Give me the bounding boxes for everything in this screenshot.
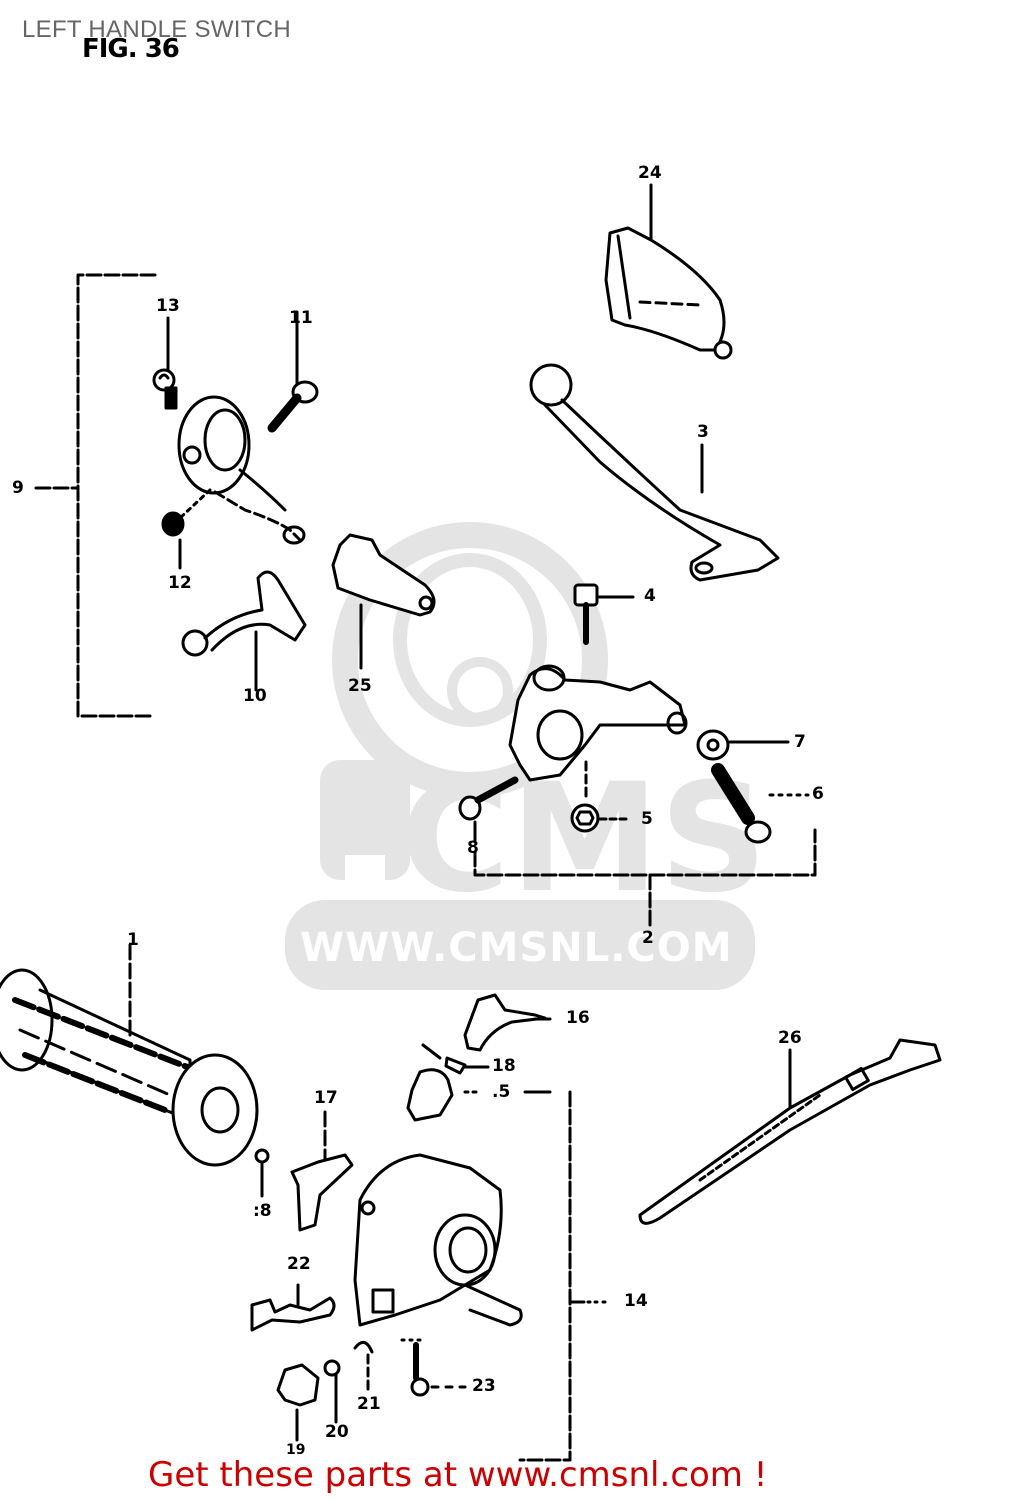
figure-label: FIG. 36 [82, 34, 180, 64]
part-24-lever-cover-icon [604, 183, 733, 360]
callout-16: 16 [566, 1008, 590, 1028]
callout-14: 14 [624, 1291, 648, 1311]
part-26-band-icon [638, 1038, 942, 1225]
bracket-14 [518, 1090, 592, 1462]
part-23-screw-icon [410, 1342, 467, 1397]
part-22-plate-icon [250, 1283, 336, 1332]
callout-10: 10 [243, 686, 267, 706]
callout-18: 18 [492, 1056, 516, 1076]
callout-13: 13 [156, 296, 180, 316]
part-7-lock-nut-icon [696, 729, 790, 761]
part-21-spring-icon [353, 1340, 374, 1392]
bracket-9 [34, 273, 157, 718]
watermark-url: WWW.CMSNL.COM [300, 925, 733, 971]
svg-text:CMS: CMS [400, 752, 767, 926]
part-8-bolt-icon [458, 776, 519, 842]
part-13-screw-icon [152, 316, 178, 410]
cmsnl-link[interactable]: www.cmsnl.com [467, 1455, 743, 1495]
callout-8: 8 [467, 838, 479, 858]
callout-18-left: :8 [253, 1201, 272, 1221]
footer-banner: Get these parts at www.cmsnl.com ! [148, 1455, 767, 1495]
part-10-choke-lever-icon [181, 570, 307, 692]
callout-6: 6 [812, 784, 824, 804]
part-3-clutch-lever-icon [529, 363, 780, 582]
callout-2: 2 [642, 928, 654, 948]
callout-22: 22 [287, 1254, 311, 1274]
callout-24: 24 [638, 163, 662, 183]
callout-12: 12 [168, 573, 192, 593]
callout-25: 25 [348, 676, 372, 696]
part-19-switch-piece-icon [276, 1363, 320, 1442]
part-18-screw-icon [421, 1043, 490, 1075]
callout-17: 17 [314, 1088, 338, 1108]
callout-26: 26 [778, 1028, 802, 1048]
callout-4: 4 [644, 586, 656, 606]
part-20-ball-icon [323, 1359, 341, 1424]
callout-7: 7 [794, 732, 806, 752]
callout-3: 3 [697, 422, 709, 442]
callout-20: 20 [325, 1422, 349, 1442]
part-15-knob-icon [406, 1068, 552, 1122]
part-14-switch-housing-icon [353, 1153, 523, 1342]
callout-19: 19 [286, 1442, 306, 1458]
part-16-cover-icon [463, 993, 552, 1052]
callout-5: 5 [641, 809, 653, 829]
part-18-screw-left-icon [254, 1148, 270, 1198]
callout-11: 11 [289, 308, 313, 328]
part-17-knob-icon [290, 1110, 354, 1232]
watermark-logo: CMS [285, 522, 767, 990]
part-12-nut-icon [161, 511, 185, 570]
part-9-choke-holder-icon [177, 395, 306, 545]
callout-15: .5 [492, 1082, 511, 1102]
page-title: LEFT HANDLE SWITCH [22, 16, 291, 43]
part-2-lever-holder-icon [508, 664, 688, 802]
footer-suffix: ! [742, 1455, 768, 1495]
part-4-bolt-icon [573, 583, 635, 645]
callout-9: 9 [12, 478, 24, 498]
bracket-2 [473, 828, 817, 927]
footer-prefix: Get these parts at [148, 1455, 468, 1495]
part-11-bolt-icon [267, 310, 319, 433]
part-25-cable-guide-icon [331, 533, 436, 670]
part-6-adjuster-icon [711, 763, 810, 844]
callout-21: 21 [357, 1394, 381, 1414]
callout-23: 23 [472, 1376, 496, 1396]
part-1-grip-icon [0, 943, 259, 1167]
part-5-nut-icon [570, 803, 632, 833]
callout-1: 1 [127, 930, 139, 950]
